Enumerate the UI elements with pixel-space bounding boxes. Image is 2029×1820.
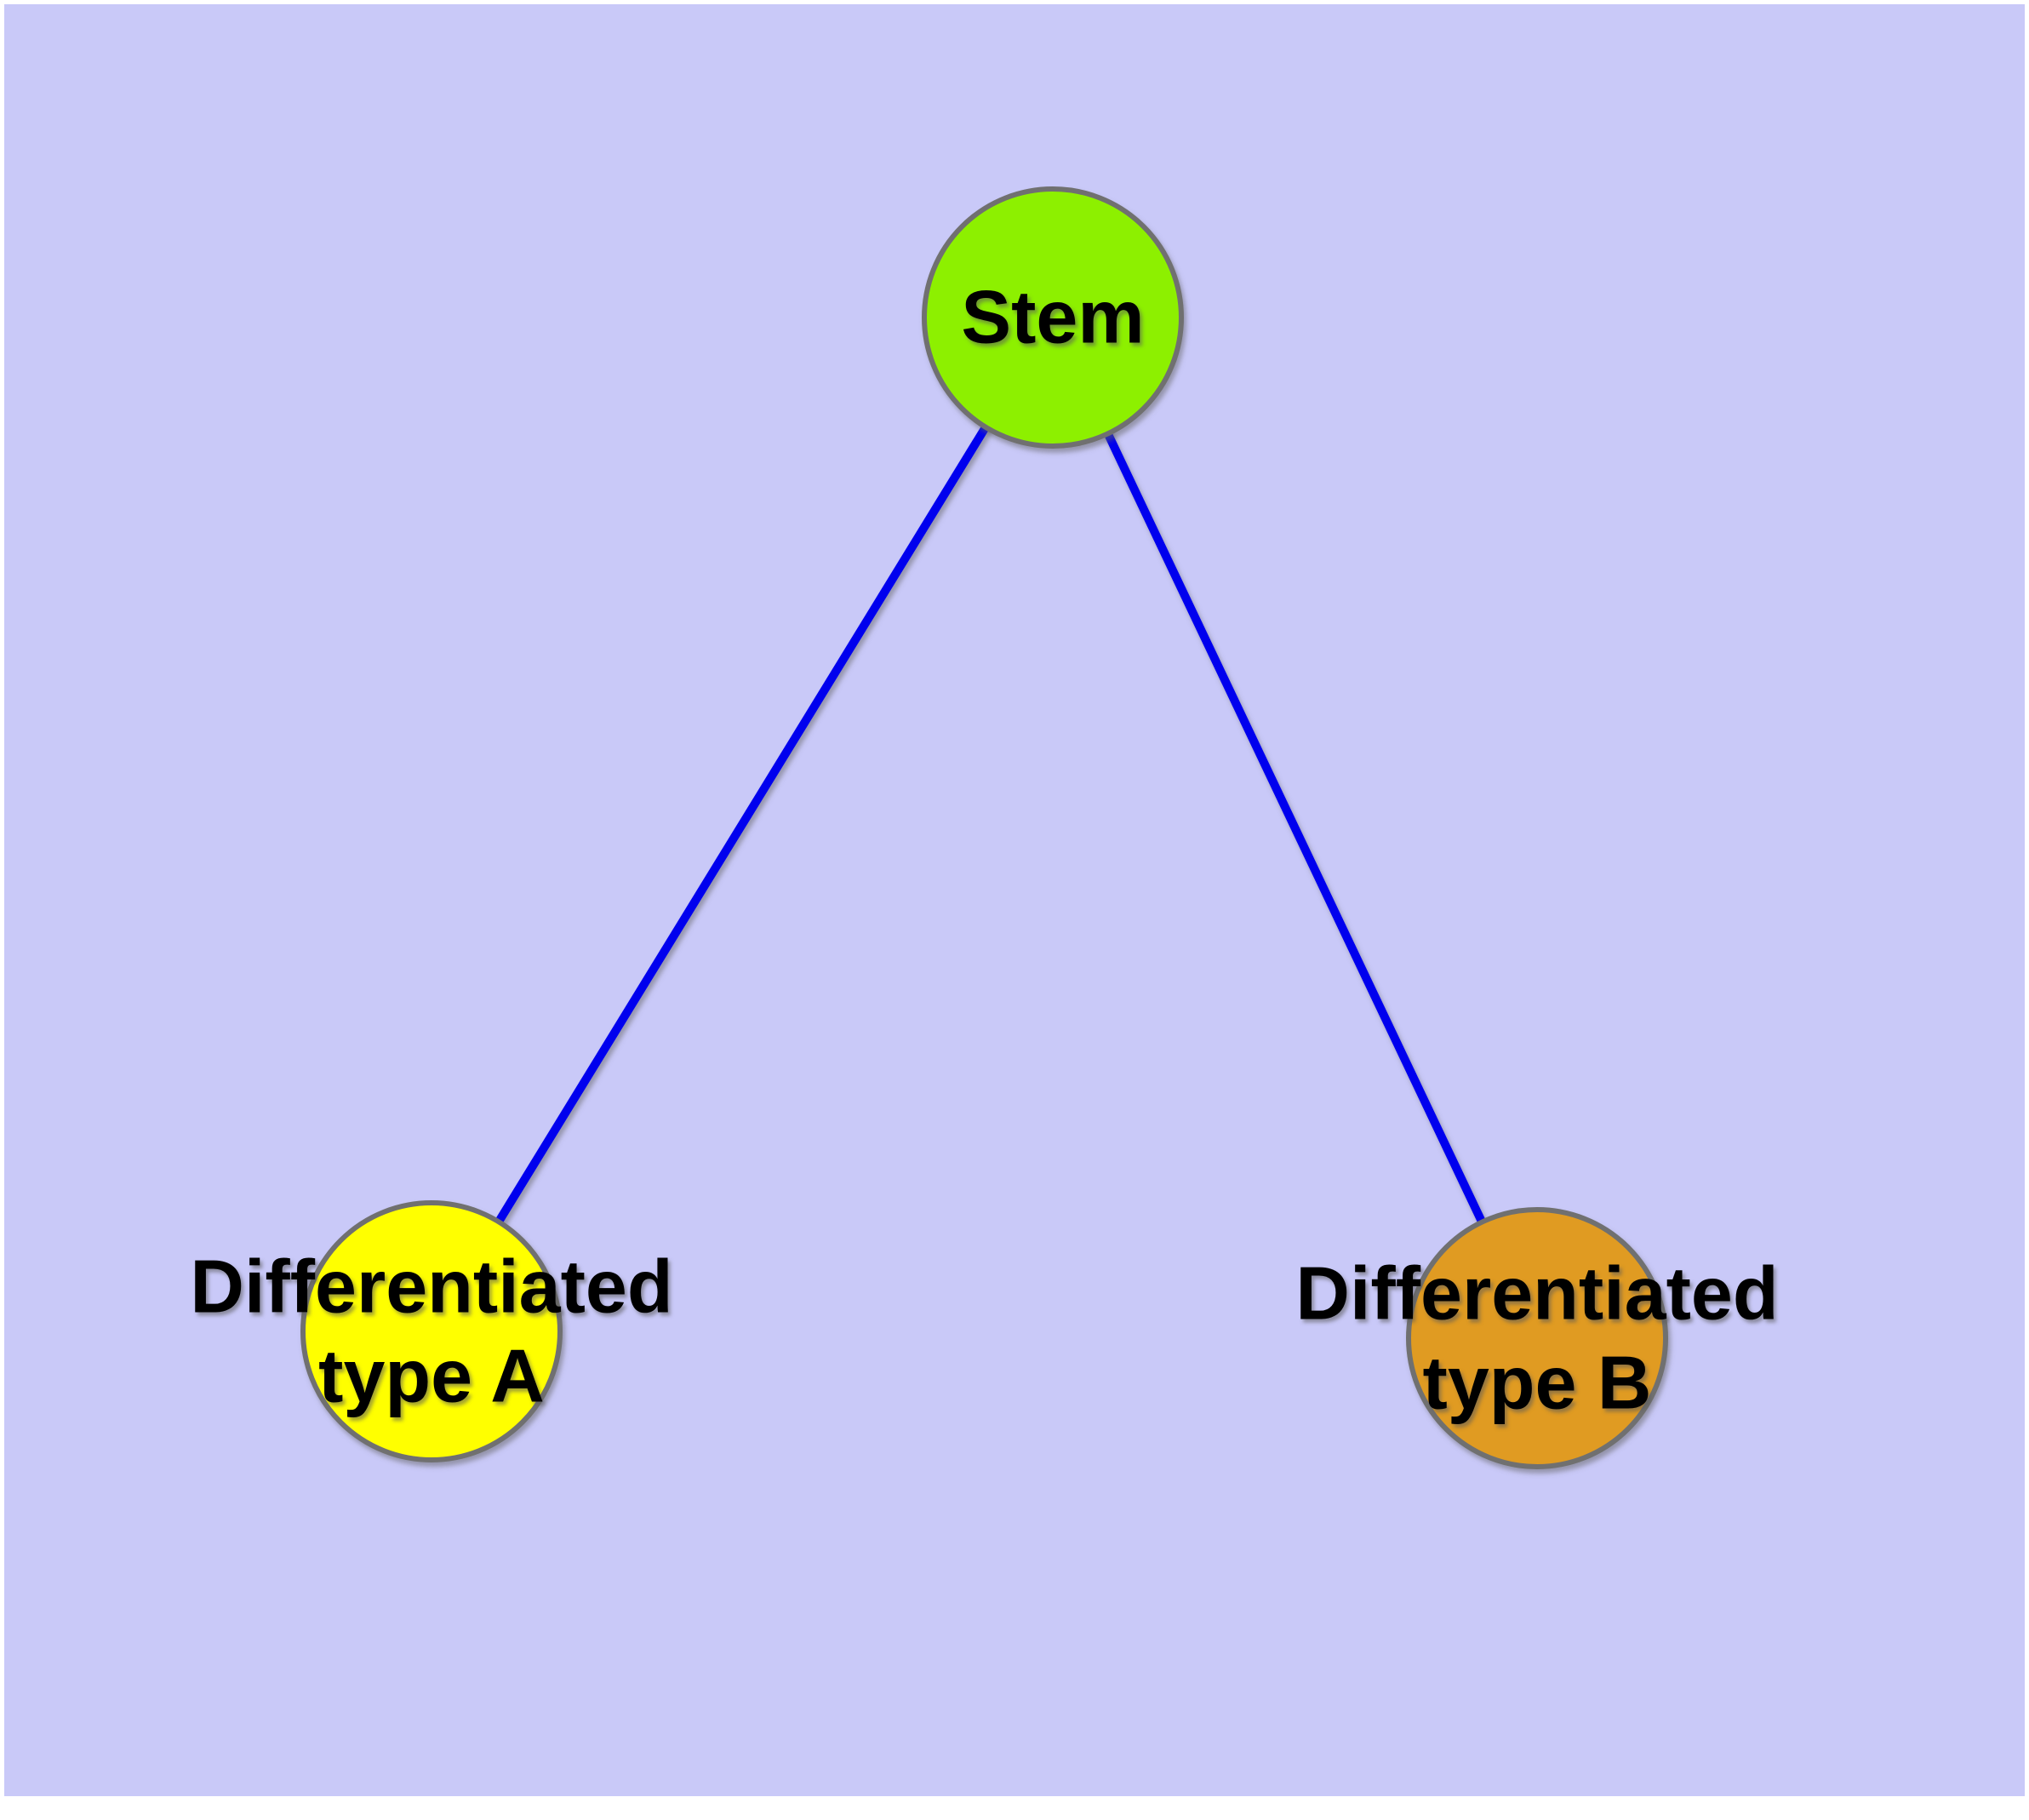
node-circle-type-a	[300, 1200, 563, 1462]
edge-stem-to-type-b	[1049, 315, 1541, 1341]
nodes-layer	[300, 186, 1668, 1469]
node-circle-stem	[922, 186, 1184, 449]
edge-stem-to-type-a	[427, 315, 1057, 1334]
edges-layer	[427, 315, 1541, 1341]
node-circle-type-b	[1406, 1207, 1668, 1469]
